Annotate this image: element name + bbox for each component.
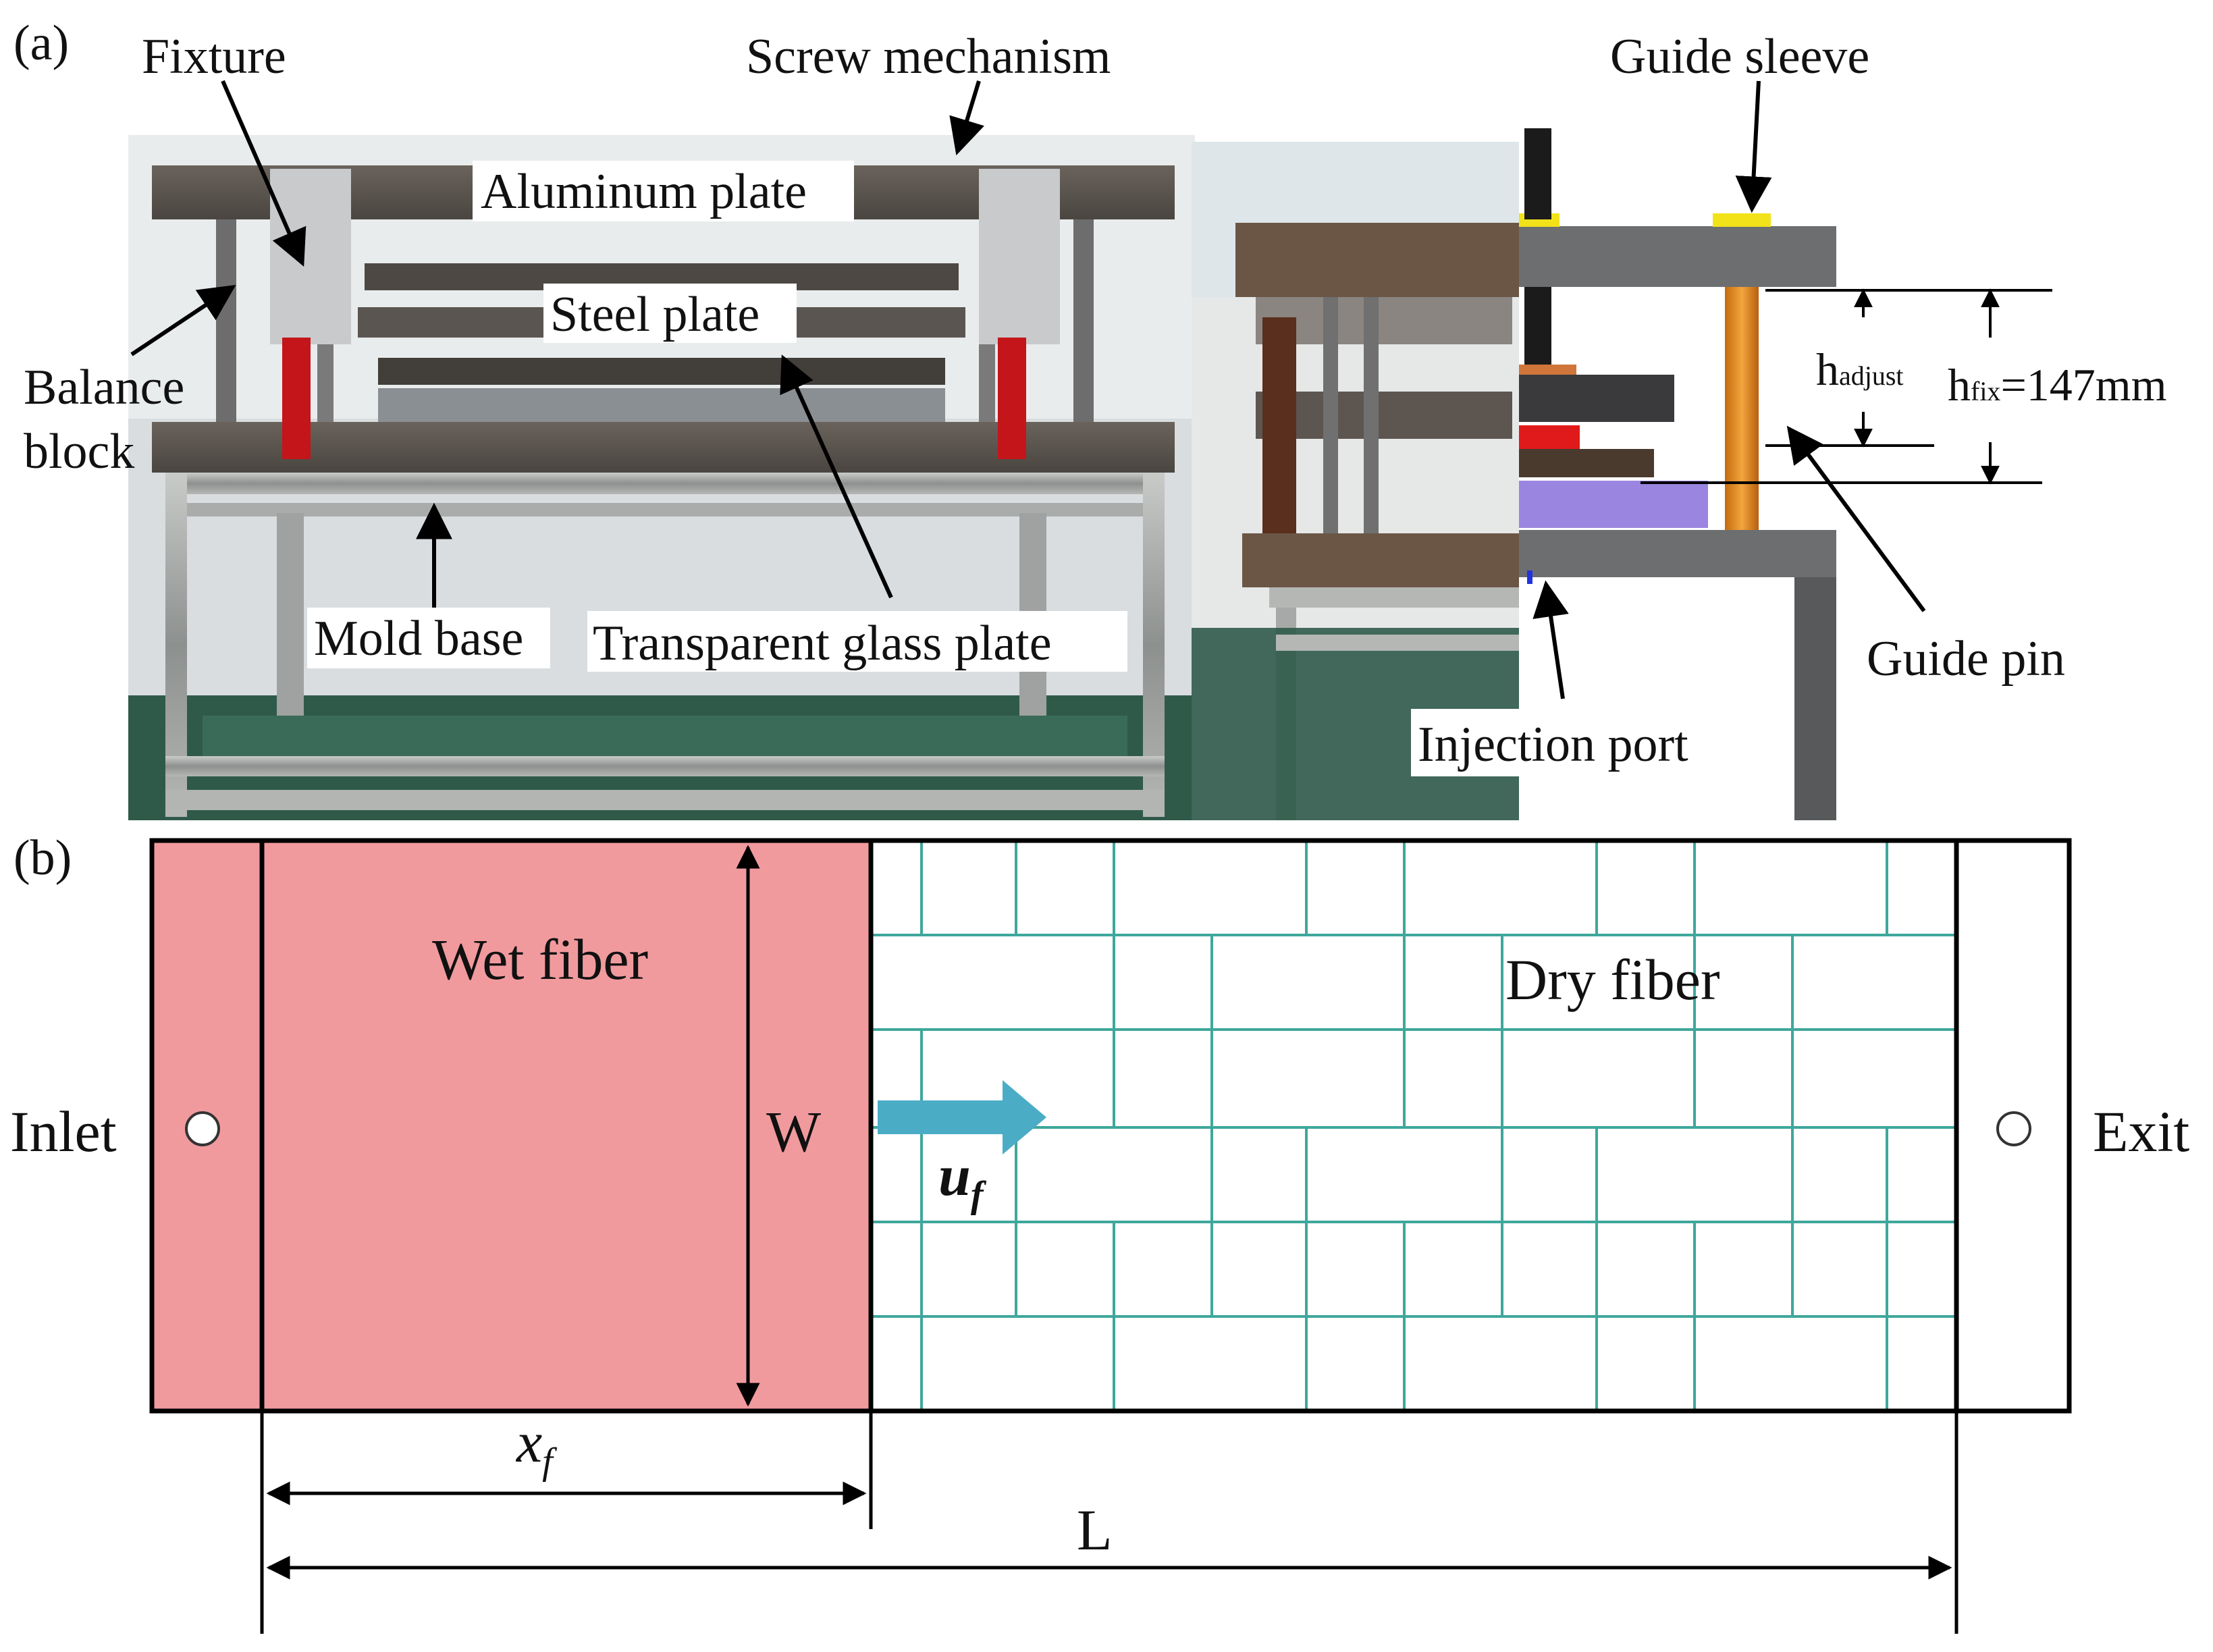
panel-a-tag: (a) <box>14 16 69 71</box>
flow-direction-arrow <box>878 1080 1046 1154</box>
label-transparent-glass-plate: Transparent glass plate <box>593 616 1052 671</box>
label-screw-mechanism: Screw mechanism <box>746 29 1111 84</box>
length-dimensions <box>260 1411 1958 1634</box>
label-wet-fiber: Wet fiber <box>432 927 648 992</box>
label-exit: Exit <box>2093 1099 2189 1164</box>
label-flow-front-xf: xf <box>515 1410 558 1483</box>
panel-b-tag: (b) <box>14 830 72 886</box>
label-h-fix: hfix=147mm <box>1948 359 2167 410</box>
height-dimension-lines <box>1641 288 2052 485</box>
label-balance-block-2: block <box>24 424 134 479</box>
label-guide-pin: Guide pin <box>1867 631 2065 687</box>
apparatus-photo-side <box>1192 142 1519 820</box>
label-length-l: L <box>1077 1497 1113 1562</box>
label-steel-plate: Steel plate <box>550 287 759 342</box>
cad-cross-section <box>1519 128 1836 820</box>
label-injection-port: Injection port <box>1418 717 1688 772</box>
panel-a-labels: Fixture Screw mechanism Guide sleeve Alu… <box>24 29 2167 776</box>
inlet-port-circle <box>185 1111 220 1146</box>
label-h-adjust: hadjust <box>1816 344 1904 395</box>
label-width-w: W <box>766 1099 821 1164</box>
label-dry-fiber: Dry fiber <box>1505 947 1720 1012</box>
dry-fiber-weave <box>871 841 1958 1411</box>
label-balance-block-1: Balance <box>24 360 184 415</box>
label-mold-base: Mold base <box>314 611 523 666</box>
label-inlet: Inlet <box>10 1099 117 1164</box>
apparatus-photo-front <box>128 135 1195 820</box>
exit-port-circle <box>1996 1111 2031 1146</box>
annotation-arrows-a <box>130 80 1926 699</box>
mold-cavity-outline <box>149 838 2072 1414</box>
label-fixture: Fixture <box>142 29 286 84</box>
label-aluminum-plate: Aluminum plate <box>481 164 807 219</box>
label-velocity-uf: uf <box>938 1143 987 1216</box>
panel-b-labels: Inlet Exit Wet fiber Dry fiber W uf xf L <box>10 927 2189 1562</box>
label-guide-sleeve: Guide sleeve <box>1610 29 1869 84</box>
